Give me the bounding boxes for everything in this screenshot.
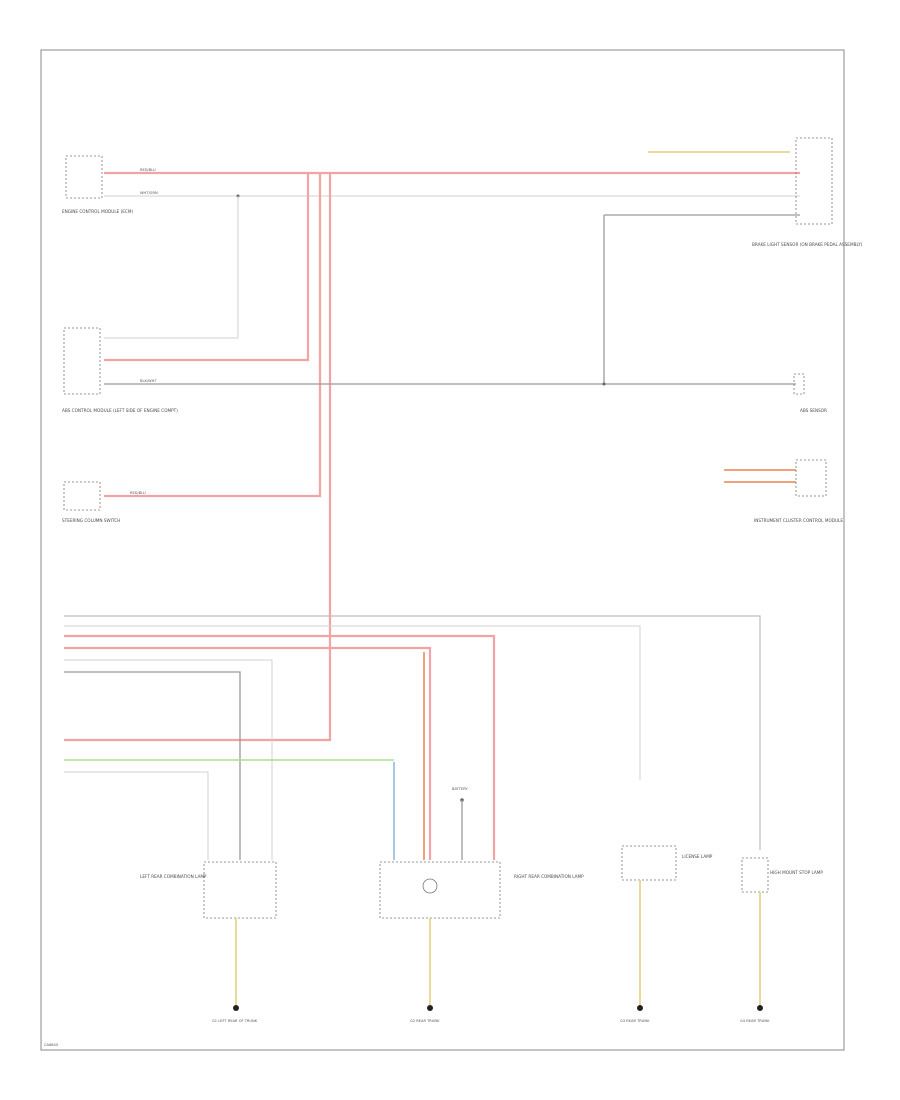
engine-control-module-box — [65, 155, 103, 199]
wire-red-vertical-3 — [64, 173, 332, 742]
ground-label-1: G1 LEFT REAR OF TRUNK — [212, 1019, 258, 1023]
ground-label-4: G4 REAR TRUNK — [740, 1019, 770, 1023]
steering-column-switch-box — [63, 481, 101, 511]
wire-label-red-top: RED/BLU — [140, 168, 156, 172]
wire-dark-right — [603, 214, 800, 384]
steering-column-switch-label: STEERING COLUMN SWITCH — [62, 518, 120, 523]
left-rear-lamp-box — [203, 861, 277, 919]
harness-wire-4 — [64, 646, 432, 860]
battery-label: BATTERY — [452, 787, 469, 791]
brake-light-sensor-box — [795, 137, 833, 225]
left-rear-lamp-label: LEFT REAR COMBINATION LAMP — [140, 874, 207, 879]
harness-wire-1 — [64, 615, 761, 850]
brake-light-sensor-label: BRAKE LIGHT SENSOR (ON BRAKE PEDAL ASSEM… — [752, 242, 863, 247]
wire-gray-lower — [64, 771, 209, 860]
right-rear-lamp-box — [379, 861, 501, 919]
abs-control-module-label: ABS CONTROL MODULE (LEFT SIDE OF ENGINE … — [62, 408, 178, 413]
wire-label-dark-abs: BLK/WHT — [140, 379, 157, 383]
wire-red-vertical-2 — [104, 173, 322, 498]
ground-icon-2 — [427, 1005, 433, 1011]
abs-sensor-box — [793, 373, 805, 395]
wire-red-vertical-1 — [104, 173, 310, 362]
harness-wire-6 — [64, 671, 241, 860]
license-lamp-label: LICENSE LAMP — [682, 854, 713, 859]
ground-icon-4 — [757, 1005, 763, 1011]
right-rear-lamp-label: RIGHT REAR COMBINATION LAMP — [514, 874, 584, 879]
abs-sensor-label: ABS SENSOR — [800, 408, 827, 413]
engine-control-module-label: ENGINE CONTROL MODULE (ECM) — [62, 209, 133, 214]
wire-label-steering: RED/BLU — [130, 491, 146, 495]
instrument-cluster-box — [795, 459, 827, 497]
splice-node-abs — [602, 382, 606, 386]
ground-icon-1 — [233, 1005, 239, 1011]
ground-icon-3 — [637, 1005, 643, 1011]
harness-wire-3 — [64, 634, 496, 860]
abs-control-module-box — [63, 327, 101, 395]
ground-label-2: G2 REAR TRUNK — [410, 1019, 440, 1023]
license-lamp-box — [621, 845, 677, 881]
harness-wire-5 — [64, 659, 273, 860]
high-mount-stop-label: HIGH MOUNT STOP LAMP — [770, 870, 823, 875]
instrument-cluster-label: INSTRUMENT CLUSTER CONTROL MODULE — [754, 518, 843, 523]
lamp-bulb-icon — [422, 878, 438, 894]
harness-wire-2 — [64, 625, 641, 780]
footer-code: CA6845 — [44, 1043, 58, 1047]
diagram-frame — [40, 49, 845, 1051]
wire-gray-vertical — [104, 196, 239, 339]
ground-label-3: G3 REAR TRUNK — [620, 1019, 650, 1023]
high-mount-stop-box — [741, 857, 769, 893]
wire-label-gray-top: WHT/GRN — [140, 191, 158, 195]
